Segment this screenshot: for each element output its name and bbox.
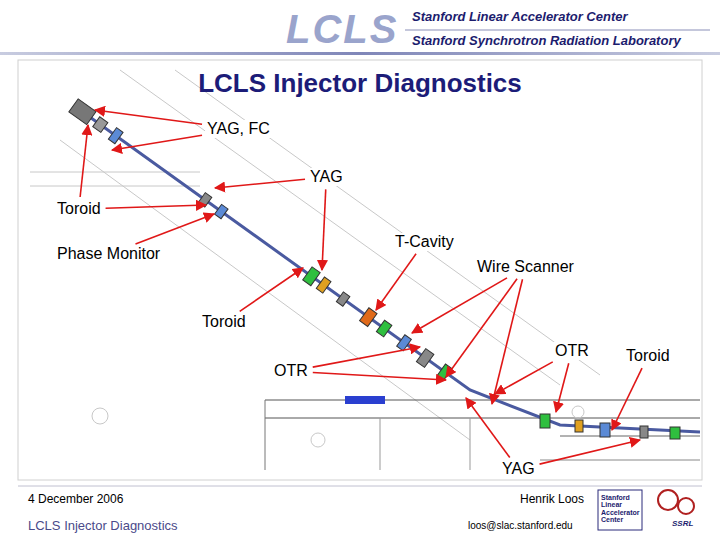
component-label: YAG bbox=[308, 168, 345, 186]
component-label: T-Cavity bbox=[393, 233, 456, 251]
slide-title: LCLS Injector Diagnostics bbox=[198, 68, 522, 98]
leader-arrow bbox=[376, 254, 416, 310]
component-label: OTR bbox=[272, 362, 310, 380]
leader-arrow bbox=[412, 278, 507, 333]
leader-arrow bbox=[112, 135, 202, 150]
footer-author: Henrik Loos bbox=[520, 493, 584, 507]
leader-arrow bbox=[322, 189, 326, 270]
slac-logo-frame bbox=[598, 490, 642, 530]
footer-rule bbox=[18, 486, 702, 487]
footer-date: 4 December 2006 bbox=[28, 493, 123, 507]
logo-text: SSRL bbox=[672, 519, 693, 528]
leader-arrow bbox=[136, 214, 214, 244]
leader-arrow bbox=[80, 125, 88, 197]
footer-title: LCLS Injector Diagnostics bbox=[28, 519, 178, 534]
footer-email: loos@slac.stanford.edu bbox=[468, 520, 573, 532]
leader-arrow bbox=[492, 279, 522, 404]
component-label: OTR bbox=[553, 342, 591, 360]
slide-frame bbox=[18, 60, 702, 480]
leader-arrow bbox=[540, 440, 640, 464]
component-label: Phase Monitor bbox=[55, 245, 162, 263]
leader-arrow bbox=[240, 268, 303, 311]
component-label: Toroid bbox=[200, 313, 248, 331]
beamline bbox=[69, 99, 700, 439]
institution-name: Stanford Linear Accelerator Center bbox=[412, 10, 628, 25]
logo-text: Stanford Linear Accelerator Center bbox=[601, 494, 639, 523]
leader-arrow bbox=[612, 368, 642, 430]
logo-text: LCLS bbox=[286, 6, 398, 52]
leader-arrow bbox=[556, 363, 569, 412]
component-label: YAG, FC bbox=[205, 120, 272, 138]
header-divider bbox=[405, 30, 710, 31]
leader-arrow bbox=[495, 362, 553, 394]
institution-name: Stanford Synchrotron Radiation Laborator… bbox=[412, 34, 681, 49]
ssrl-logo-ring bbox=[658, 490, 678, 510]
leader-arrow bbox=[106, 205, 206, 208]
header-rule bbox=[0, 52, 720, 55]
dipole-magnet bbox=[345, 396, 385, 404]
component-label: Wire Scanner bbox=[475, 258, 576, 276]
building-outline bbox=[30, 70, 700, 470]
component-label: YAG bbox=[500, 460, 537, 478]
leader-arrow bbox=[313, 372, 446, 380]
leader-arrow bbox=[313, 347, 420, 367]
leader-arrow bbox=[215, 179, 305, 188]
component-label: Toroid bbox=[55, 200, 103, 218]
leader-arrow bbox=[95, 110, 202, 124]
ssrl-logo-ring bbox=[678, 498, 694, 514]
leader-arrow bbox=[446, 279, 517, 377]
title-holder: LCLS Injector Diagnostics bbox=[0, 68, 720, 99]
component-label: Toroid bbox=[624, 347, 672, 365]
leader-arrow bbox=[466, 398, 510, 458]
